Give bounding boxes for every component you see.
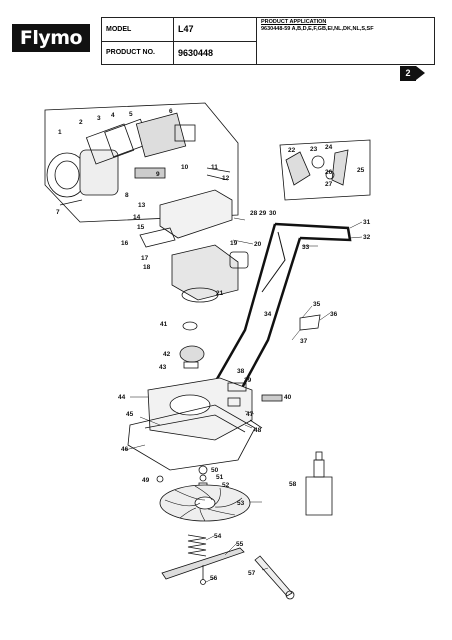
switch-box <box>285 151 311 186</box>
product-application-title: PRODUCT APPLICATION <box>261 19 327 25</box>
product-application-cell: PRODUCT APPLICATION 9630448-59 A,B,D,E,F… <box>256 17 435 65</box>
engine-block <box>171 244 239 301</box>
air-filter-plate <box>85 123 135 165</box>
part-label-53: 53 <box>237 500 245 507</box>
handle-clip <box>299 314 321 331</box>
starter-body <box>79 149 119 196</box>
part-label-49: 49 <box>142 477 150 484</box>
part-label-3: 3 <box>97 115 101 122</box>
cutting-blade <box>161 547 245 580</box>
part-label-40: 40 <box>284 394 292 401</box>
page-arrow-icon <box>416 66 425 80</box>
part-label-58: 58 <box>289 481 297 488</box>
part-label-20: 20 <box>254 241 262 248</box>
part-label-47: 47 <box>246 411 254 418</box>
part-label-34: 34 <box>264 311 272 318</box>
part-label-27: 27 <box>325 181 333 188</box>
part-label-6: 6 <box>169 108 173 115</box>
part-label-9: 9 <box>156 171 160 178</box>
product-header-table: MODEL L47 PRODUCT APPLICATION 9630448-59… <box>101 17 435 65</box>
part-label-50: 50 <box>211 467 219 474</box>
part-label-5: 5 <box>129 111 133 118</box>
part-label-26: 26 <box>325 169 333 176</box>
part-label-2: 2 <box>79 119 83 126</box>
part-label-54: 54 <box>214 533 222 540</box>
blade-spanner <box>254 555 293 597</box>
part-label-16: 16 <box>121 240 129 247</box>
part-label-21: 21 <box>216 290 224 297</box>
product-no-label: PRODUCT NO. <box>101 40 174 65</box>
part-label-39: 39 <box>244 377 252 384</box>
part-label-28: 28 <box>250 210 258 217</box>
part-label-11: 11 <box>211 164 218 171</box>
part-label-15: 15 <box>137 224 145 231</box>
part-label-7: 7 <box>56 209 60 216</box>
part-label-4: 4 <box>111 112 115 119</box>
part-label-55: 55 <box>236 541 244 548</box>
part-label-25: 25 <box>357 167 365 174</box>
part-label-30: 30 <box>269 210 277 217</box>
part-label-46: 46 <box>121 446 129 453</box>
part-label-52: 52 <box>222 482 230 489</box>
page-number-badge: 2 <box>400 66 416 81</box>
hood <box>127 404 256 471</box>
part-label-57: 57 <box>248 570 256 577</box>
part-label-37: 37 <box>300 338 308 345</box>
upper-handle <box>274 222 352 242</box>
part-label-33: 33 <box>302 244 310 251</box>
part-label-43: 43 <box>159 364 167 371</box>
part-label-8: 8 <box>125 192 129 199</box>
part-label-38: 38 <box>237 368 245 375</box>
part-label-45: 45 <box>126 411 134 418</box>
part-label-10: 10 <box>181 164 189 171</box>
part-label-56: 56 <box>210 575 218 582</box>
cover-plate <box>139 227 176 248</box>
engine-cover <box>159 189 233 239</box>
part-label-24: 24 <box>325 144 333 151</box>
part-label-44: 44 <box>118 394 126 401</box>
part-label-31: 31 <box>363 219 371 226</box>
product-no-value: 9630448 <box>173 40 257 65</box>
washer <box>182 321 198 331</box>
part-label-14: 14 <box>133 214 141 221</box>
part-label-42: 42 <box>163 351 171 358</box>
air-filter-cover <box>135 112 187 158</box>
part-label-41: 41 <box>160 321 168 328</box>
part-label-18: 18 <box>143 264 151 271</box>
engine-detail-frame <box>44 102 239 223</box>
part-label-1: 1 <box>58 129 62 136</box>
part-label-12: 12 <box>222 175 230 182</box>
part-label-17: 17 <box>141 255 149 262</box>
part-label-23: 23 <box>310 146 318 153</box>
part-label-32: 32 <box>363 234 371 241</box>
oil-bottle <box>305 476 333 516</box>
part-label-29: 29 <box>259 210 267 217</box>
part-label-48: 48 <box>254 427 262 434</box>
flymo-logo: Flymo <box>12 24 90 52</box>
part-labels: 1 2 3 4 5 6 7 8 9 10 11 12 13 14 15 16 1… <box>56 108 371 582</box>
cable-guide <box>227 382 247 392</box>
part-label-51: 51 <box>216 474 224 481</box>
spring <box>187 534 207 557</box>
part-label-36: 36 <box>330 311 338 318</box>
engine-bracket <box>229 251 249 269</box>
part-label-22: 22 <box>288 147 296 154</box>
handle-bar-left <box>203 223 277 401</box>
product-application-text: 9630448-59 A,B,D,E,F,GB,EI,NL,DK,NL,S,SF <box>261 26 374 32</box>
handle-detail-frame <box>279 139 371 201</box>
part-label-35: 35 <box>313 301 321 308</box>
fan-hub <box>179 345 205 363</box>
switch-lever <box>331 149 349 186</box>
gasket <box>174 124 196 142</box>
part-label-19: 19 <box>230 240 238 247</box>
part-label-13: 13 <box>138 202 146 209</box>
